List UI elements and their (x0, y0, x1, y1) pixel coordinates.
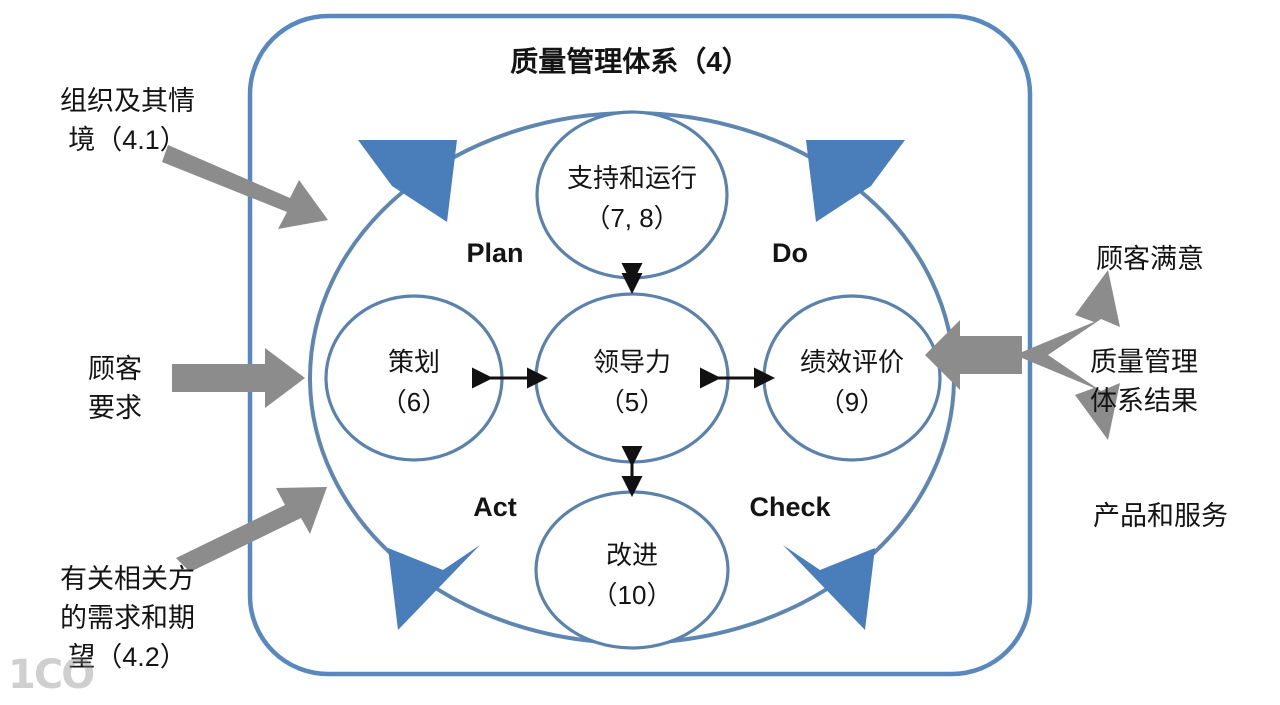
page-title: 质量管理体系（4） (510, 46, 750, 77)
input-label-organization-context: 组织及其情 境（4.1） (60, 86, 195, 156)
pdca-label-plan: Plan (466, 238, 524, 268)
output-label-qms-results: 质量管理 体系结果 (1090, 347, 1198, 417)
qms-output-arrow-icon (925, 270, 1120, 440)
interested-parties-arrow-icon (176, 487, 327, 572)
input-label-interested-parties: 有关相关方 的需求和期 望（4.2） (60, 564, 195, 673)
pdca-label-do: Do (772, 238, 808, 268)
check-arrowhead-icon (783, 545, 875, 630)
qms-boundary-rect (247, 13, 1033, 677)
output-label-customer-satisfaction: 顾客满意 (1096, 244, 1204, 274)
node-label-performance-evaluation: 绩效评价 （9） (799, 347, 904, 418)
customer-requirements-arrow-icon (172, 348, 305, 408)
organization-context-arrow-icon (162, 145, 328, 229)
node-label-leadership: 领导力 （5） (592, 347, 671, 418)
do-arrowhead-icon (806, 140, 905, 222)
input-label-customer-requirements: 顾客 要求 (88, 354, 142, 424)
output-label-products-and-services: 产品和服务 (1093, 501, 1228, 531)
act-arrowhead-icon (388, 545, 480, 630)
plan-arrowhead-icon (358, 140, 457, 222)
pdca-label-act: Act (473, 492, 517, 522)
node-label-planning: 策划 （6） (380, 347, 448, 418)
node-label-improvement: 改进 （10） (591, 540, 673, 611)
node-label-support-and-operation: 支持和运行 （7, 8） (566, 163, 697, 234)
pdca-label-check: Check (749, 492, 831, 522)
